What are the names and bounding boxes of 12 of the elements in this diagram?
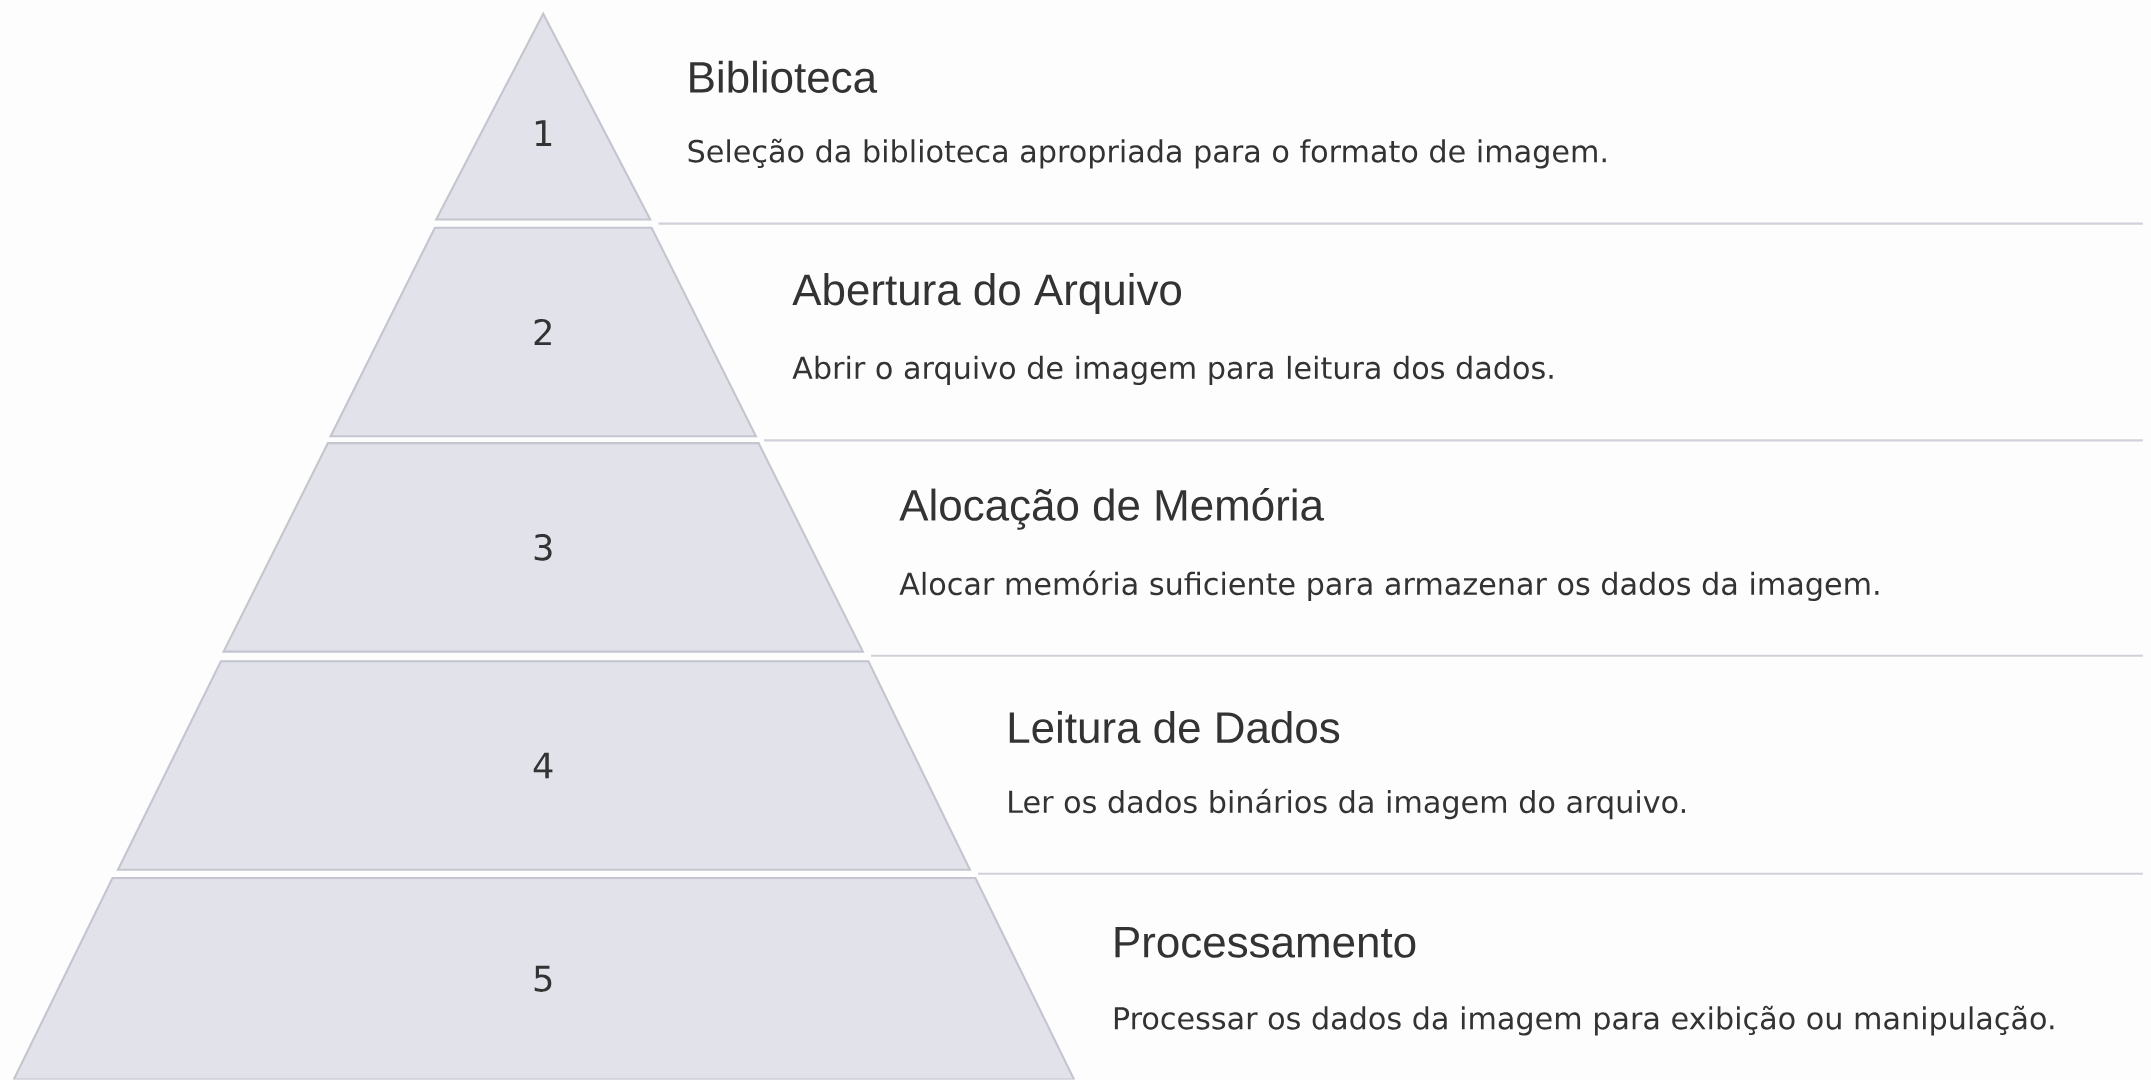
layer-title: Leitura de Dados [1009,711,1340,744]
layer-description: Alocar memória suficiente para armazenar os dados da imagem. [899,570,1879,602]
layer-description: Seleção da biblioteca apropriada para o formato de imagem. [688,138,1606,169]
layer-description: Processar os dados da imagem para exibição ou manipulação. [1114,1005,2054,1036]
layer-description: Abrir o arquivo de imagem para leitura dos dados. [792,356,1553,386]
pyramid-layer: 4 [116,660,972,871]
layer-description: Ler os dados binários da imagem do arquivo. [1009,788,1685,820]
pyramid-layer: 5 [12,877,1076,1080]
layer-title: Alocação de Memória [899,488,1324,530]
layer-title: Biblioteca [690,60,878,94]
layer-title: Abertura do Arquivo [792,273,1182,315]
layer-title: Processamento [1115,927,1416,958]
